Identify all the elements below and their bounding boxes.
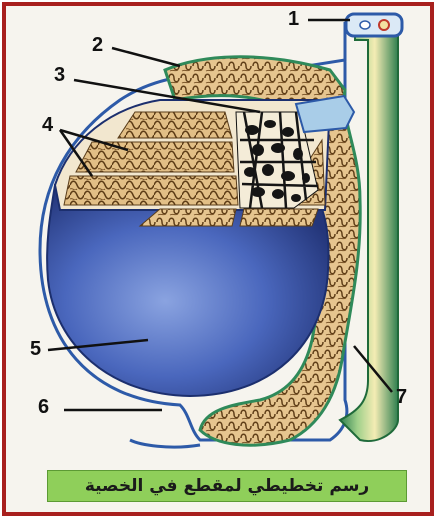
lobule-3	[64, 176, 238, 205]
lobule-5	[240, 209, 318, 226]
label-4: 4	[42, 114, 53, 137]
label-2: 2	[92, 34, 103, 57]
label-7: 7	[396, 386, 407, 409]
lobule-1	[118, 112, 232, 138]
vessel-cross-section-1	[360, 21, 370, 29]
label-6: 6	[38, 396, 49, 419]
leader-line-2	[112, 48, 180, 66]
lobule-2	[76, 142, 234, 172]
label-3: 3	[54, 64, 65, 87]
diagram-caption: رسم تخطيطي لمقطع في الخصية	[47, 470, 407, 502]
tunica-inner-line	[130, 440, 200, 447]
vessel-cross-section-2	[379, 20, 389, 30]
label-1: 1	[288, 8, 299, 31]
label-5: 5	[30, 338, 41, 361]
vas-deferens-cap	[346, 14, 402, 36]
